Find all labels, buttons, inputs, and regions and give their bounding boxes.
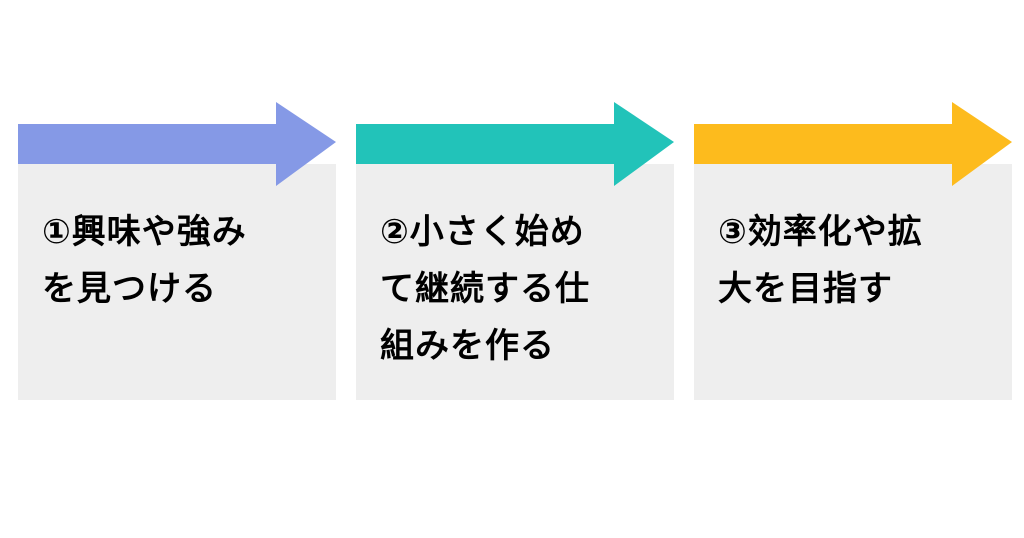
step-1-arrow-icon xyxy=(18,102,336,186)
step-3-card xyxy=(694,164,1012,400)
step-1-label: ①興味や強み を見つける xyxy=(42,212,247,309)
step-3-label: ③効率化や拡 大を目指す xyxy=(718,212,923,309)
step-2: ②小さく始め て継続する仕 組みを作る xyxy=(356,102,674,400)
step-2-arrow-icon xyxy=(356,102,674,186)
step-2-card xyxy=(356,164,674,400)
step-3: ③効率化や拡 大を目指す xyxy=(694,102,1012,400)
step-1: ①興味や強み を見つける xyxy=(18,102,336,400)
step-2-label: ②小さく始め て継続する仕 組みを作る xyxy=(380,212,590,366)
step-1-arrow-shape xyxy=(18,102,336,186)
step-3-arrow-shape xyxy=(694,102,1012,186)
step-3-arrow-icon xyxy=(694,102,1012,186)
step-2-arrow-shape xyxy=(356,102,674,186)
step-1-card xyxy=(18,164,336,400)
